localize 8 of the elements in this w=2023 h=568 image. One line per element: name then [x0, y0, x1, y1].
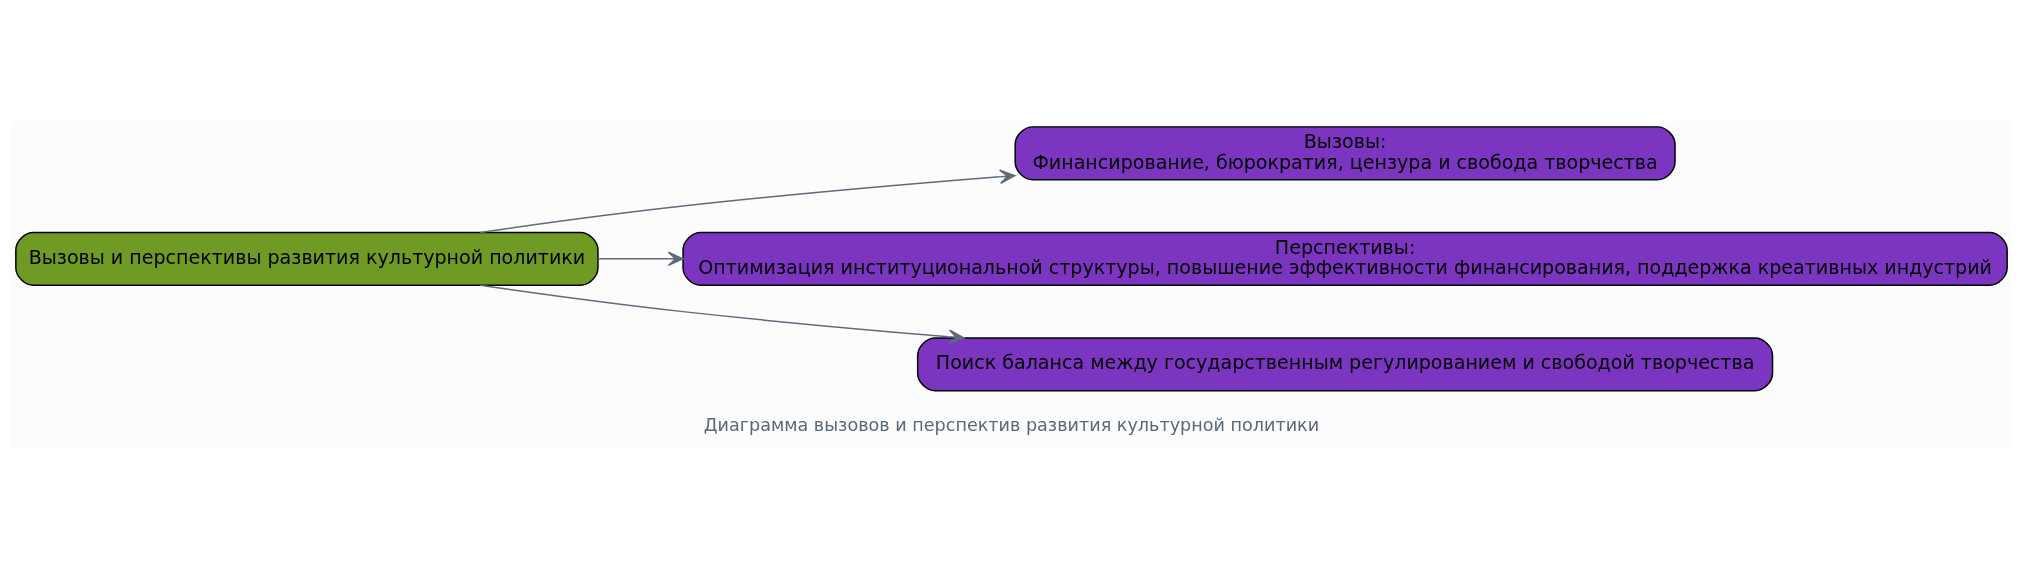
diagram-title: Диаграмма вызовов и перспектив развития культурной политики [703, 414, 1320, 435]
node-box: Вызовы: Финансирование, бюрократия, цензура и свобода творчества [1014, 125, 1676, 180]
arrow [479, 284, 965, 344]
arrow [597, 251, 684, 266]
arrow [479, 168, 1016, 233]
node-box: Поиск баланса между государственным регулированием и свободой творчества [916, 336, 1774, 392]
node-box: Вызовы и перспективы развития культурной политики [15, 231, 599, 286]
node-box: Перспективы: Оптимизация институциональной структуры, повышение эффективности финансирования, поддержка креативных индустрий [682, 231, 2008, 286]
